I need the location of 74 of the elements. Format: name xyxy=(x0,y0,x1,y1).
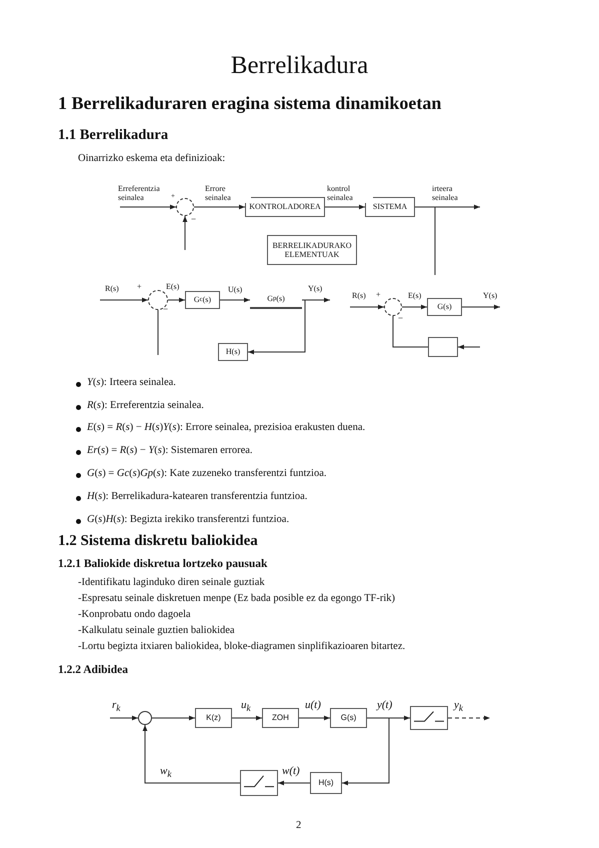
arrow xyxy=(458,344,480,350)
edge-label: R(s) xyxy=(352,292,366,301)
block-box: BERRELIKADURAKO ELEMENTUAK xyxy=(267,235,357,265)
arrow xyxy=(142,724,240,784)
arrow xyxy=(448,716,490,720)
edge-label: u(t) xyxy=(305,699,321,712)
step-text: -Kalkulatu seinale guztien baliokidea xyxy=(78,625,235,636)
arrow xyxy=(248,300,306,354)
block-box: G(s) xyxy=(427,298,462,316)
connector-line xyxy=(392,316,428,348)
section-heading: 1 Berrelikaduraren eragina sistema dinamikoetan xyxy=(58,93,442,114)
arrow xyxy=(152,716,196,720)
edge-label: R(s) xyxy=(105,285,119,294)
arrow xyxy=(182,216,188,250)
block-box: H(s) xyxy=(218,343,248,361)
subsubsection-heading: 1.2.2 Adibidea xyxy=(58,664,128,676)
block-box: G(s) xyxy=(330,708,367,728)
edge-label: U(s) xyxy=(228,286,242,295)
bullet-item: E(s) = R(s) − H(s)Y(s): Errore seinalea, prezisioa erakusten duena. xyxy=(87,422,366,433)
bullet-item: H(s): Berrelikadura-katearen transferentzia funtzioa. xyxy=(87,491,308,502)
sign: − xyxy=(398,313,404,323)
edge-label: Y(s) xyxy=(483,292,498,301)
block-box: K(z) xyxy=(195,708,232,728)
sign: + xyxy=(376,290,381,299)
block-box xyxy=(428,337,458,357)
block-box: KONTROLADOREA xyxy=(245,197,325,217)
summing-junction xyxy=(138,711,152,725)
block-box: ZOH xyxy=(262,708,299,728)
bullet-item: Y(s): Irteera seinalea. xyxy=(87,377,176,388)
step-text: -Lortu begizta itxiaren baliokidea, bloke-diagramen sinplifikazioaren bitartez. xyxy=(78,641,406,652)
arrow xyxy=(100,298,148,302)
subsection-heading: 1.2 Sistema diskretu baliokidea xyxy=(58,533,258,550)
arrow xyxy=(220,298,250,302)
edge-label: E(s) xyxy=(166,283,180,292)
block-box: SISTEMA xyxy=(365,197,415,217)
subsection-heading: 1.1 Berrelikadura xyxy=(58,127,168,144)
step-text: -Espresatu seinale diskretuen menpe (Ez bada posible ez da egongo TF-rik) xyxy=(78,593,396,604)
edge-label: y(t) xyxy=(377,699,392,712)
block-box: H(s) xyxy=(310,772,342,794)
arrow xyxy=(232,716,262,720)
sampler-box xyxy=(410,706,448,730)
bullet-item: R(s): Erreferentzia seinalea. xyxy=(87,400,204,411)
arrow xyxy=(414,204,480,210)
edge-label: w(t) xyxy=(282,765,300,778)
edge-label: kontrol seinalea xyxy=(327,185,373,203)
sign: − xyxy=(191,214,196,224)
page-number: 2 xyxy=(296,820,302,831)
arrow xyxy=(462,304,500,310)
arrow xyxy=(168,298,186,302)
bullet-item: G(s) = Gc(s)Gp(s): Kate zuzeneko transferentzi funtzioa. xyxy=(87,468,327,479)
bullet-item: Er(s) = R(s) − Y(s): Sistemaren errorea. xyxy=(87,445,253,456)
arrow xyxy=(342,718,390,786)
step-text: -Identifikatu laginduko diren seinale guztiak xyxy=(78,577,265,588)
sampler-box xyxy=(240,770,278,796)
edge-label: Errore seinalea xyxy=(205,185,251,203)
arrow xyxy=(350,304,384,310)
intro-text: Oinarrizko eskema eta definizioak: xyxy=(78,153,226,164)
sign: + xyxy=(137,282,142,291)
step-text: -Konprobatu ondo dagoela xyxy=(78,609,191,620)
edge-label: Y(s) xyxy=(308,285,322,294)
arrow xyxy=(194,204,246,210)
edge-label: E(s) xyxy=(408,292,422,301)
arrow xyxy=(110,716,138,720)
page-title: Berrelikadura xyxy=(230,52,370,80)
summing-junction xyxy=(384,298,402,316)
bullet-item: G(s)H(s): Begizta irekiko transferentzi funtzioa. xyxy=(87,514,290,525)
arrow xyxy=(402,304,428,310)
arrow xyxy=(298,716,330,720)
subsubsection-heading: 1.2.1 Baliokide diskretua lortzeko pausuak xyxy=(58,558,268,570)
arrow xyxy=(324,204,366,210)
sign: − xyxy=(163,304,168,314)
summing-junction xyxy=(176,198,194,216)
arrow xyxy=(120,204,176,210)
arrow xyxy=(278,780,310,786)
